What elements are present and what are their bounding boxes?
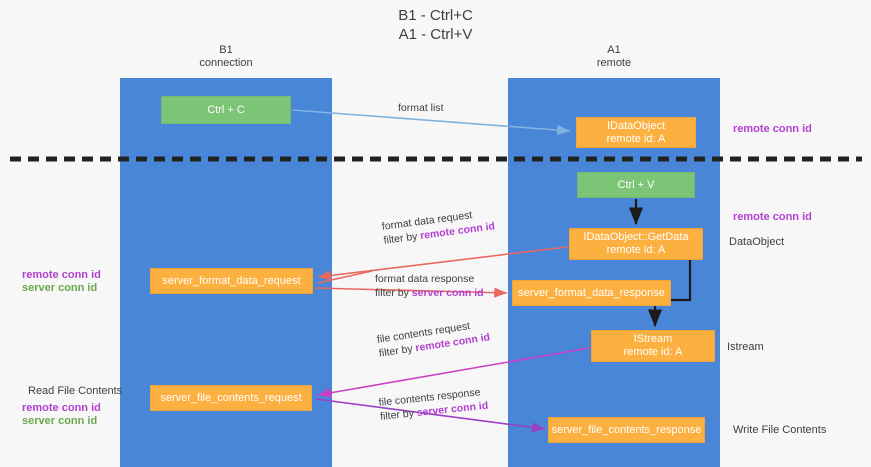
edge-label-file-contents-request: file contents request filter by remote c… <box>376 316 491 360</box>
node-istream-subtitle: remote id: A <box>623 346 683 358</box>
annotation-remote-conn-id-left: remote conn id <box>22 269 101 281</box>
node-getdata-subtitle: remote id: A <box>606 244 666 256</box>
filter-prefix: filter by <box>382 230 421 247</box>
annotation-left-conn-ids-upper: remote conn id server conn id <box>22 269 101 295</box>
lane-header-a1-name: A1 <box>607 44 621 56</box>
filter-prefix: filter by <box>375 287 412 299</box>
annotation-remote-conn-id-left-2: remote conn id <box>22 402 101 414</box>
annotation-dataobject: DataObject <box>729 236 785 248</box>
node-idataobject-getdata[interactable]: IDataObject::GetData remote id: A <box>569 228 703 260</box>
edge-label-format-data-response-text: format data response <box>375 273 475 285</box>
node-ctrl-c[interactable]: Ctrl + C <box>161 96 291 124</box>
annotation-server-conn-id-left-2: server conn id <box>22 415 98 427</box>
node-server-format-data-request[interactable]: server_format_data_request <box>150 268 313 294</box>
edge-label-format-data-response-filter: filter by server conn id <box>375 286 484 300</box>
filter-prefix: filter by <box>378 342 417 360</box>
node-ctrl-v[interactable]: Ctrl + V <box>577 172 695 198</box>
node-istream[interactable]: IStream remote id: A <box>591 330 715 362</box>
node-server-file-contents-response-label: server_file_contents_response <box>551 423 702 436</box>
annotation-left-conn-ids-lower: remote conn id server conn id <box>22 402 101 428</box>
diagram-title: B1 - Ctrl+C A1 - Ctrl+V <box>0 6 871 44</box>
node-getdata-title: IDataObject::GetData <box>583 231 689 243</box>
node-idataobject[interactable]: IDataObject remote id: A <box>576 117 696 148</box>
node-server-format-data-response-label: server_format_data_response <box>518 286 665 299</box>
annotation-istream: Istream <box>727 341 764 353</box>
title-line-1: B1 - Ctrl+C <box>398 7 473 24</box>
node-idataobject-subtitle: remote id: A <box>606 132 666 145</box>
edge-label-format-list: format list <box>398 101 444 115</box>
annotation-read-file-contents: Read File Contents <box>28 385 123 397</box>
filter-key-server-conn-id: server conn id <box>411 287 484 299</box>
lane-header-b1: B1 connection <box>120 44 332 70</box>
annotation-server-conn-id-left: server conn id <box>22 282 98 294</box>
annotation-write-file-contents: Write File Contents <box>733 424 827 436</box>
annotation-remote-conn-id-mid: remote conn id <box>733 211 812 223</box>
edge-label-format-list-text: format list <box>398 102 444 114</box>
node-istream-title: IStream <box>633 333 673 345</box>
node-idataobject-title: IDataObject <box>606 119 666 132</box>
node-server-file-contents-request-label: server_file_contents_request <box>160 391 302 404</box>
lane-header-b1-role: connection <box>199 57 253 69</box>
annotation-remote-conn-id-top: remote conn id <box>733 123 812 135</box>
node-server-file-contents-response[interactable]: server_file_contents_response <box>548 417 705 443</box>
node-server-format-data-request-label: server_format_data_request <box>162 274 301 287</box>
edge-label-file-contents-response: file contents response filter by server … <box>378 385 489 424</box>
node-server-file-contents-request[interactable]: server_file_contents_request <box>150 385 312 411</box>
filter-prefix: filter by <box>379 407 418 423</box>
edge-label-format-data-response: format data response filter by server co… <box>375 272 484 300</box>
title-line-2: A1 - Ctrl+V <box>398 26 473 43</box>
node-server-format-data-response[interactable]: server_format_data_response <box>512 280 671 306</box>
node-ctrl-c-label: Ctrl + C <box>207 103 245 116</box>
lane-header-a1-role: remote <box>596 57 632 69</box>
lane-header-a1: A1 remote <box>508 44 720 70</box>
edge-label-format-data-request: format data request filter by remote con… <box>381 205 496 247</box>
node-ctrl-v-label: Ctrl + V <box>617 178 655 191</box>
lane-header-b1-name: B1 <box>219 44 233 56</box>
